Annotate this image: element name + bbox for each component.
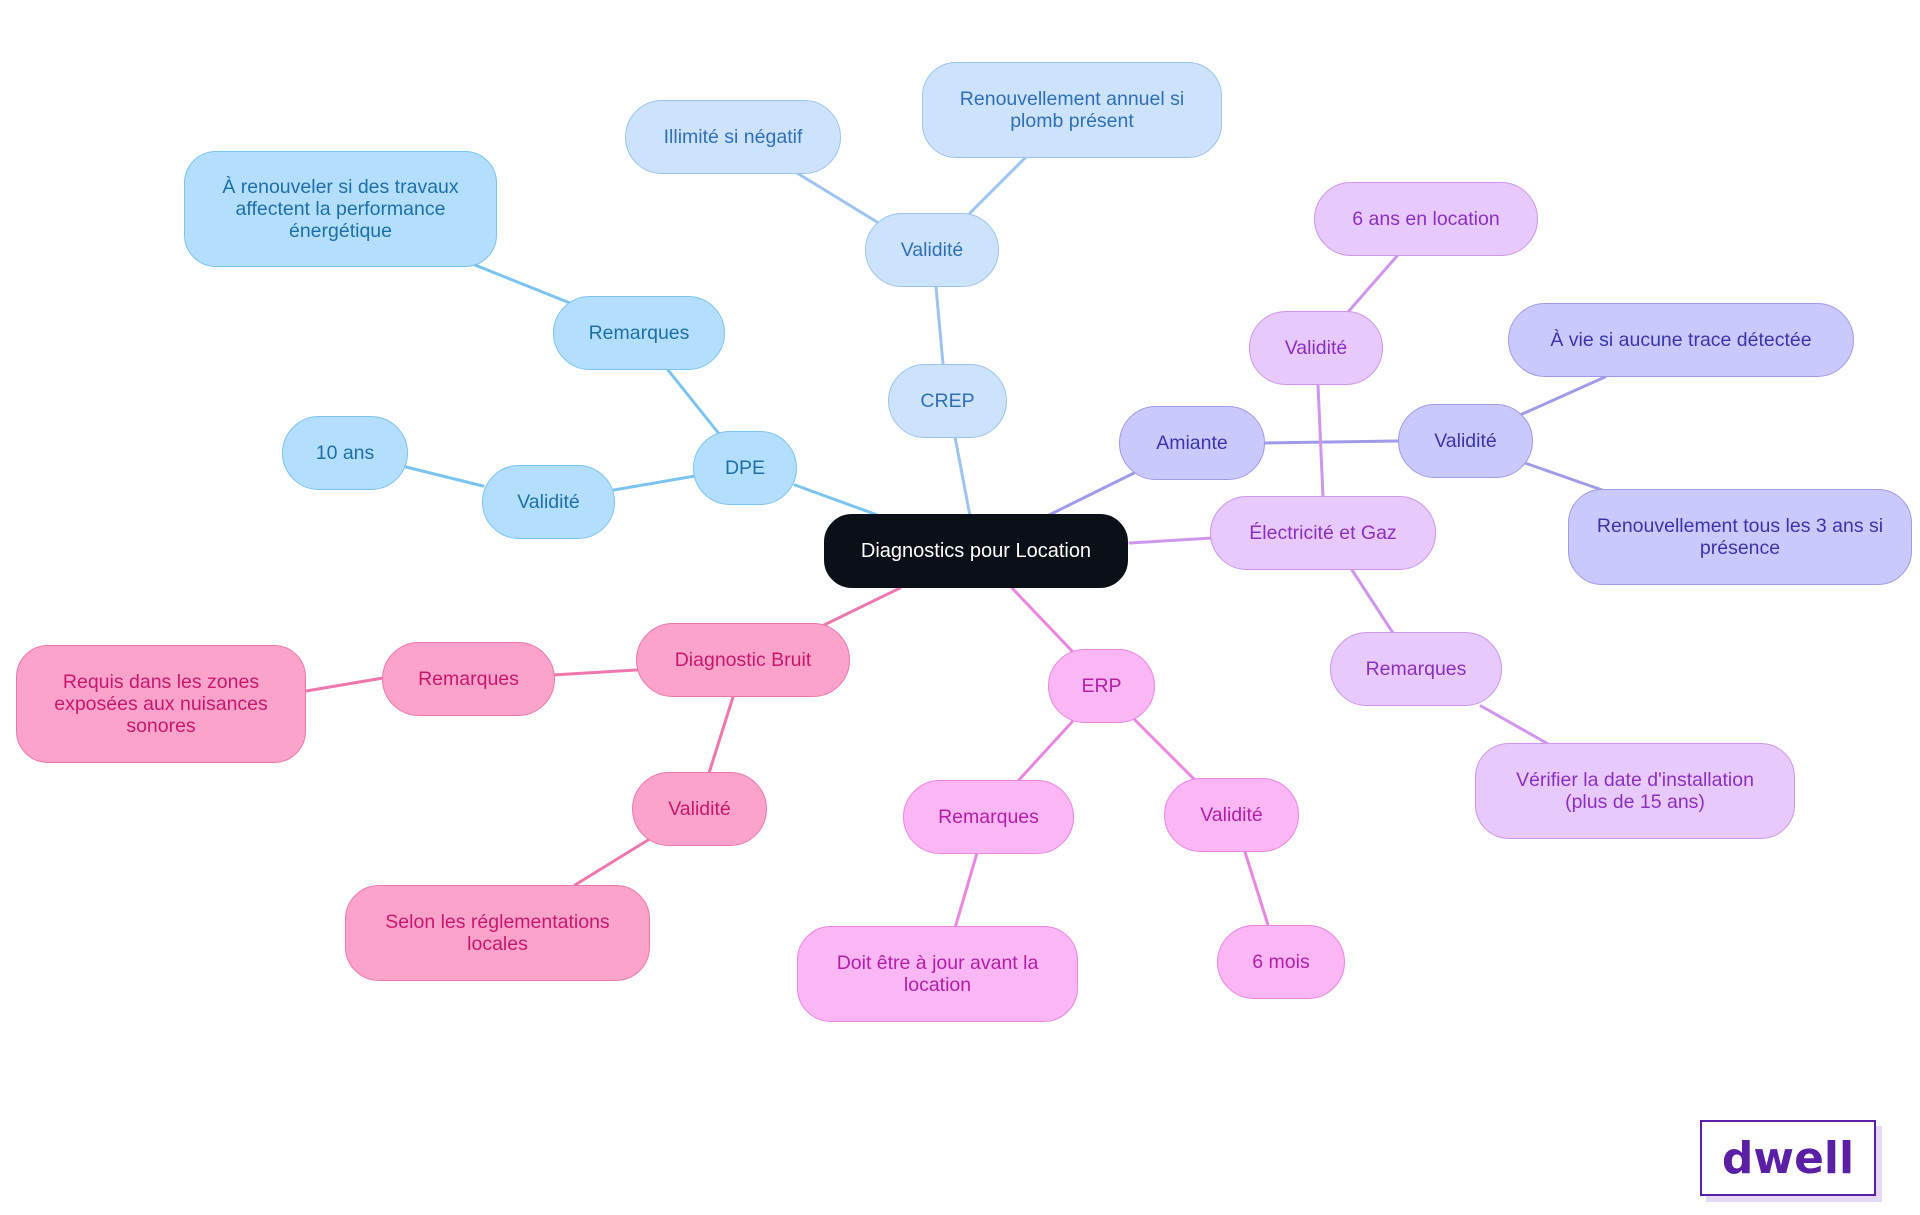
node-elec-remarques-detail[interactable]: Vérifier la date d'installation (plus de… (1475, 743, 1795, 839)
node-crep[interactable]: CREP (888, 364, 1007, 438)
node-dpe-validite-detail[interactable]: 10 ans (282, 416, 408, 490)
node-bruit-validite[interactable]: Validité (632, 772, 767, 846)
edge-dpe-remarques (666, 368, 722, 437)
node-amiante-validite-b[interactable]: Renouvellement tous les 3 ans si présenc… (1568, 489, 1912, 585)
edge-bruit-remarques (551, 668, 639, 677)
edge-root-erp (1010, 586, 1074, 653)
node-erp-validite-detail[interactable]: 6 mois (1217, 925, 1345, 999)
node-erp-remarques-detail[interactable]: Doit être à jour avant la location (797, 926, 1078, 1022)
edge-dpe-validite-detail (404, 465, 485, 488)
node-amiante-validite-a[interactable]: À vie si aucune trace détectée (1508, 303, 1854, 377)
edge-bruit-remarques-detail (304, 676, 385, 693)
node-amiante-validite[interactable]: Validité (1398, 404, 1533, 478)
edge-root-bruit (818, 586, 902, 629)
edge-root-amiante (1043, 471, 1136, 519)
edge-erp-remarques (1016, 720, 1074, 783)
root-node[interactable]: Diagnostics pour Location (824, 514, 1128, 588)
node-elec-remarques[interactable]: Remarques (1330, 632, 1502, 706)
node-bruit[interactable]: Diagnostic Bruit (636, 623, 850, 697)
edge-dpe-validite (612, 474, 697, 492)
node-bruit-remarques-detail[interactable]: Requis dans les zones exposées aux nuisa… (16, 645, 306, 763)
edge-amiante-validite-a (1518, 375, 1607, 417)
edge-bruit-validite-detail (573, 838, 650, 887)
node-bruit-validite-detail[interactable]: Selon les réglementations locales (345, 885, 650, 981)
edge-elec-remarques (1350, 568, 1395, 635)
node-dpe-remarques-detail[interactable]: À renouveler si des travaux affectent la… (184, 151, 497, 267)
dwell-logo: dwell (1700, 1120, 1876, 1196)
edge-root-crep (953, 435, 972, 518)
edge-crep-validite (934, 285, 945, 366)
edge-elec-remarques-detail (1479, 704, 1552, 747)
node-crep-validite[interactable]: Validité (865, 213, 999, 287)
edge-root-elec (1128, 536, 1214, 545)
edge-elec-validite (1316, 383, 1325, 499)
edge-erp-validite (1131, 716, 1197, 782)
edge-amiante-validite-b (1523, 461, 1607, 493)
node-erp-remarques[interactable]: Remarques (903, 780, 1074, 854)
node-elec[interactable]: Électricité et Gaz (1210, 496, 1436, 570)
node-erp[interactable]: ERP (1048, 649, 1155, 723)
edge-bruit-validite (707, 695, 735, 775)
node-elec-validite-detail[interactable]: 6 ans en location (1314, 182, 1538, 256)
edge-crep-validite-b (968, 156, 1027, 215)
node-crep-validite-b[interactable]: Renouvellement annuel si plomb présent (922, 62, 1222, 158)
node-amiante[interactable]: Amiante (1119, 406, 1265, 480)
edge-elec-validite-detail (1346, 254, 1399, 314)
edge-root-dpe (793, 483, 882, 518)
node-crep-validite-a[interactable]: Illimité si négatif (625, 100, 841, 174)
node-elec-validite[interactable]: Validité (1249, 311, 1383, 385)
node-dpe[interactable]: DPE (693, 431, 797, 505)
edge-dpe-remarques-detail (473, 263, 572, 305)
node-erp-validite[interactable]: Validité (1164, 778, 1299, 852)
node-dpe-remarques[interactable]: Remarques (553, 296, 725, 370)
edge-erp-validite-detail (1243, 850, 1270, 927)
node-dpe-validite[interactable]: Validité (482, 465, 615, 539)
edge-crep-validite-a (795, 171, 879, 224)
edge-amiante-validite (1263, 439, 1402, 445)
node-bruit-remarques[interactable]: Remarques (382, 642, 555, 716)
edge-erp-remarques-detail (953, 851, 979, 930)
